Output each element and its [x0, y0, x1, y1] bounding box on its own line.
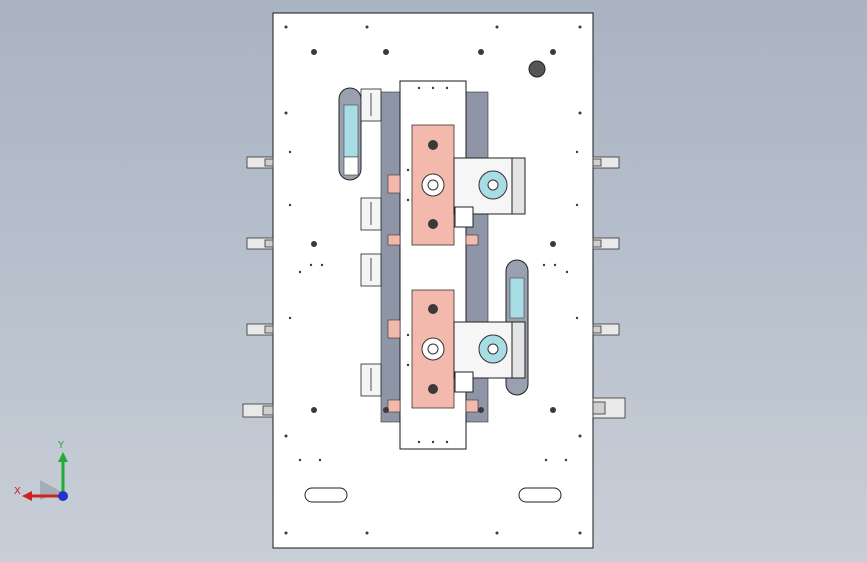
guide-slot-left[interactable] — [338, 87, 362, 181]
bottom-slots — [304, 487, 562, 503]
mounting-holes — [311, 49, 556, 413]
y-axis-label: Y — [58, 440, 65, 451]
small-holes — [284, 25, 582, 535]
switch-blocks[interactable] — [360, 88, 382, 397]
right-side-brackets — [592, 156, 626, 419]
pad-tabs — [387, 174, 479, 413]
x-axis-label: X — [14, 486, 21, 497]
access-hole — [528, 60, 546, 78]
upper-pad[interactable] — [411, 124, 455, 246]
axis-triad: Y X — [10, 440, 80, 510]
lower-pad[interactable] — [411, 289, 455, 409]
z-axis-dot — [58, 491, 68, 501]
upper-motor-mount[interactable] — [453, 157, 526, 228]
lower-motor-mount[interactable] — [453, 321, 526, 393]
left-side-brackets — [242, 156, 274, 418]
